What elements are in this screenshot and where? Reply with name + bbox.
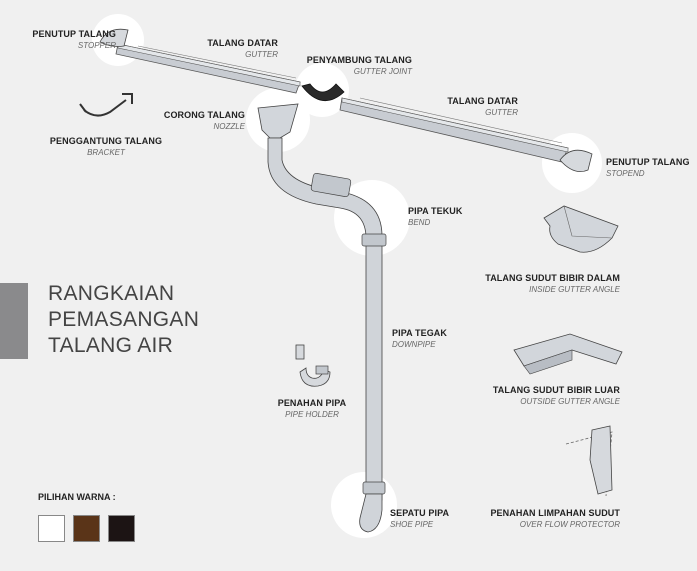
- label-stopend-sub: STOPEND: [606, 169, 645, 178]
- nozzle-downpipe-part: [257, 103, 387, 533]
- title-line-2: PEMASANGAN: [48, 308, 200, 331]
- label-gutter-joint-title: PENYAMBUNG TALANG: [306, 55, 412, 65]
- label-outside-angle-title: TALANG SUDUT BIBIR LUAR: [492, 385, 620, 395]
- label-shoe-pipe: SEPATU PIPA SHOE PIPE: [390, 508, 470, 530]
- bracket-part: [79, 93, 133, 117]
- title-accent-bar: [0, 283, 28, 359]
- label-gutter-right-sub: GUTTER: [485, 108, 518, 117]
- inside-angle-part: [543, 205, 619, 253]
- label-gutter-right: TALANG DATAR GUTTER: [420, 96, 518, 118]
- label-bracket-sub: BRACKET: [87, 148, 125, 157]
- label-gutter-left: TALANG DATAR GUTTER: [180, 38, 278, 60]
- label-gutter-left-sub: GUTTER: [245, 50, 278, 59]
- label-pipe-holder-title: PENAHAN PIPA: [277, 398, 347, 408]
- label-gutter-left-title: TALANG DATAR: [207, 38, 278, 48]
- label-nozzle-sub: NOZZLE: [213, 122, 245, 131]
- label-bend: PIPA TEKUK BEND: [408, 206, 488, 228]
- label-bracket: PENGGANTUNG TALANG BRACKET: [40, 136, 172, 158]
- stopend-part: [559, 149, 593, 173]
- title-line-3: TALANG AIR: [48, 334, 174, 357]
- label-overflow-sub: OVER FLOW PROTECTOR: [519, 520, 620, 529]
- color-options: PILIHAN WARNA :: [38, 492, 135, 542]
- label-bend-title: PIPA TEKUK: [408, 206, 463, 216]
- label-downpipe: PIPA TEGAK DOWNPIPE: [392, 328, 472, 350]
- outside-angle-part: [513, 333, 623, 375]
- overflow-protector-part: [565, 425, 613, 497]
- label-outside-angle: TALANG SUDUT BIBIR LUAR OUTSIDE GUTTER A…: [470, 385, 620, 407]
- label-downpipe-sub: DOWNPIPE: [392, 340, 436, 349]
- label-overflow: PENAHAN LIMPAHAN SUDUT OVER FLOW PROTECT…: [470, 508, 620, 530]
- label-pipe-holder: PENAHAN PIPA PIPE HOLDER: [262, 398, 362, 420]
- label-stopper-title: PENUTUP TALANG: [32, 29, 116, 39]
- label-stopper: PENUTUP TALANG STOPPER: [4, 29, 116, 51]
- label-inside-angle: TALANG SUDUT BIBIR DALAM INSIDE GUTTER A…: [470, 273, 620, 295]
- label-pipe-holder-sub: PIPE HOLDER: [285, 410, 339, 419]
- label-gutter-right-title: TALANG DATAR: [447, 96, 518, 106]
- label-nozzle-title: CORONG TALANG: [163, 110, 245, 120]
- label-overflow-title: PENAHAN LIMPAHAN SUDUT: [490, 508, 620, 518]
- swatch-brown: [73, 515, 100, 542]
- label-gutter-joint-sub: GUTTER JOINT: [353, 67, 412, 76]
- label-bend-sub: BEND: [408, 218, 431, 227]
- color-options-label: PILIHAN WARNA :: [38, 492, 116, 502]
- label-nozzle: CORONG TALANG NOZZLE: [150, 110, 245, 132]
- swatch-white: [38, 515, 65, 542]
- label-outside-angle-sub: OUTSIDE GUTTER ANGLE: [520, 397, 620, 406]
- label-stopper-sub: STOPPER: [77, 41, 116, 50]
- label-inside-angle-sub: INSIDE GUTTER ANGLE: [529, 285, 620, 294]
- label-stopend-title: PENUTUP TALANG: [606, 157, 690, 167]
- page-title: RANGKAIAN PEMASANGAN TALANG AIR: [48, 281, 199, 359]
- label-downpipe-title: PIPA TEGAK: [392, 328, 448, 338]
- pipe-holder-part: [295, 344, 331, 387]
- gutter-joint-part: [301, 83, 345, 101]
- stopper-part: [99, 28, 129, 47]
- swatch-black: [108, 515, 135, 542]
- label-shoe-pipe-title: SEPATU PIPA: [390, 508, 450, 518]
- label-inside-angle-title: TALANG SUDUT BIBIR DALAM: [485, 273, 620, 283]
- label-shoe-pipe-sub: SHOE PIPE: [390, 520, 434, 529]
- label-bracket-title: PENGGANTUNG TALANG: [49, 136, 163, 146]
- label-gutter-joint: PENYAMBUNG TALANG GUTTER JOINT: [300, 55, 412, 77]
- label-stopend: PENUTUP TALANG STOPEND: [606, 157, 696, 179]
- title-line-1: RANGKAIAN: [48, 282, 175, 305]
